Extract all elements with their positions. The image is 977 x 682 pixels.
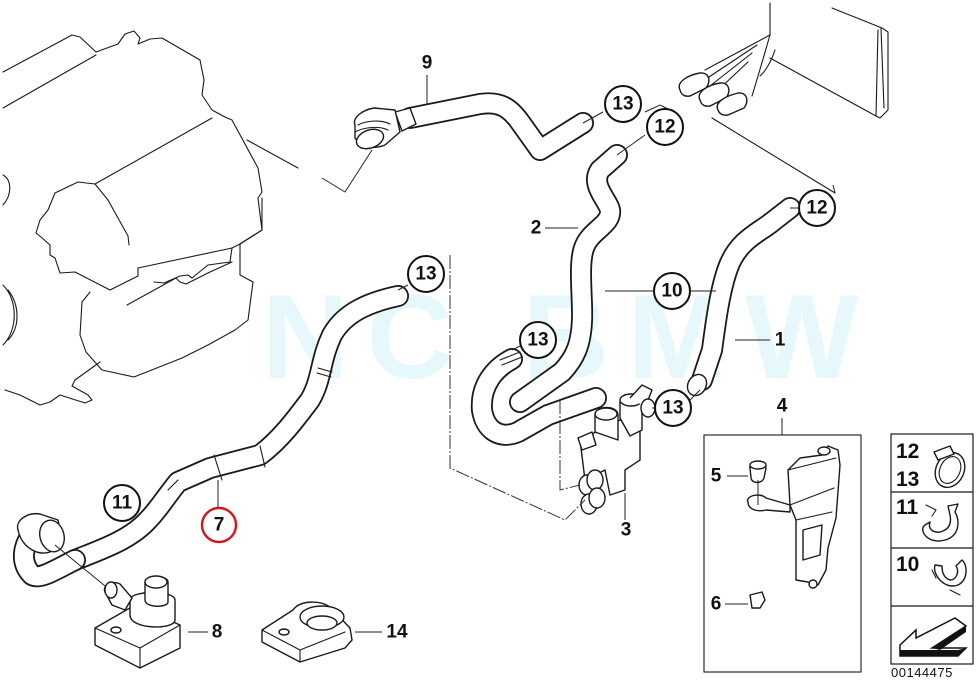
hose-elbow xyxy=(12,513,111,591)
connector-lines xyxy=(449,184,836,521)
legend-label-10: 10 xyxy=(896,553,919,576)
svg-text:13: 13 xyxy=(612,94,633,115)
part-3-valve xyxy=(577,384,656,515)
callout-4[interactable]: 4 xyxy=(777,396,788,417)
clip-clamp-icon xyxy=(931,559,967,596)
callout-5[interactable]: 5 xyxy=(711,466,722,487)
callout-13-center[interactable]: 13 xyxy=(519,321,557,359)
hose-2 xyxy=(509,144,628,413)
svg-text:12: 12 xyxy=(806,198,827,219)
legend-label-13: 13 xyxy=(896,468,919,491)
hose-7 xyxy=(64,285,409,571)
svg-text:10: 10 xyxy=(661,281,682,302)
callout-12-top[interactable]: 12 xyxy=(646,108,684,146)
legend-label-11: 11 xyxy=(896,496,919,519)
clamp-legend: 12 13 11 10 xyxy=(890,433,974,665)
callout-leaders xyxy=(188,75,800,633)
legend-row-spring-clamp: 11 xyxy=(896,496,959,542)
svg-text:11: 11 xyxy=(112,493,133,514)
svg-text:13: 13 xyxy=(527,330,548,351)
callout-2[interactable]: 2 xyxy=(531,218,542,239)
svg-text:12: 12 xyxy=(654,117,675,138)
callout-13-valve[interactable]: 13 xyxy=(654,389,692,427)
heater-core xyxy=(678,2,889,194)
callout-1[interactable]: 1 xyxy=(775,330,786,351)
hose-1 xyxy=(686,197,801,397)
direction-arrow-icon xyxy=(899,617,968,657)
callout-13-left[interactable]: 13 xyxy=(407,255,445,293)
spring-clamp-icon xyxy=(922,503,959,542)
reference-number: 00144475 xyxy=(891,665,953,680)
svg-text:7: 7 xyxy=(214,515,225,536)
callout-10[interactable]: 10 xyxy=(653,272,691,310)
callout-3[interactable]: 3 xyxy=(621,520,632,541)
svg-text:13: 13 xyxy=(415,264,436,285)
callout-13-top[interactable]: 13 xyxy=(604,85,642,123)
part-8-water-pump xyxy=(94,575,181,669)
hose-u xyxy=(470,348,607,446)
legend-row-screw-clamp: 12 13 xyxy=(896,440,966,491)
callout-8[interactable]: 8 xyxy=(212,622,223,643)
engine-outline xyxy=(2,30,299,406)
callout-14[interactable]: 14 xyxy=(386,622,408,643)
callout-7-highlighted[interactable]: 7 xyxy=(200,506,238,544)
callout-12-right[interactable]: 12 xyxy=(798,189,836,227)
screw-clamp-icon xyxy=(933,445,966,489)
legend-label-12: 12 xyxy=(896,440,919,463)
valve-ports xyxy=(578,398,656,515)
part-14-bracket xyxy=(261,601,353,663)
part-4-box xyxy=(703,418,862,673)
legend-row-clip-clamp: 10 xyxy=(896,553,967,596)
hose-9 xyxy=(321,92,594,193)
callout-6[interactable]: 6 xyxy=(711,594,722,615)
svg-text:13: 13 xyxy=(662,398,683,419)
callout-9[interactable]: 9 xyxy=(422,53,433,74)
callout-11[interactable]: 11 xyxy=(103,484,141,522)
